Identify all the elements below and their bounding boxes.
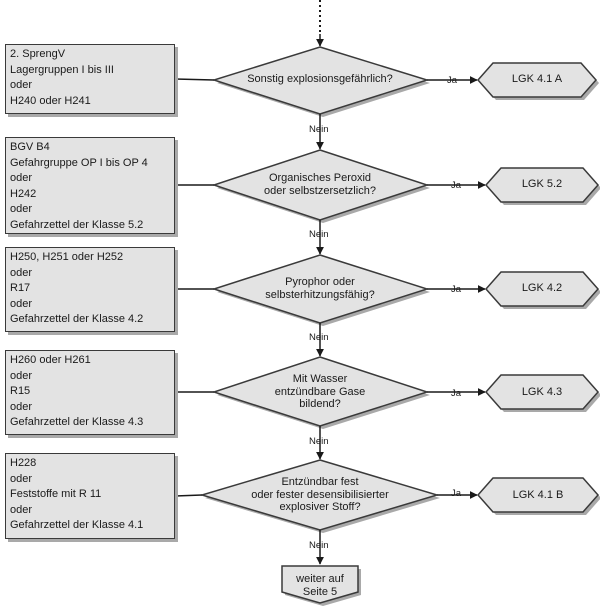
result-label: LGK 4.2 (521, 282, 563, 294)
yes-label: Ja (451, 488, 462, 499)
rule-connector (174, 78, 215, 81)
yes-label: Ja (451, 388, 462, 399)
result-label: LGK 5.2 (521, 178, 563, 190)
rule-text: Gefahrzettel der Klasse 4.1 (10, 519, 144, 531)
no-label: Nein (309, 332, 329, 343)
continuation-label: weiter auf Seite 5 (296, 573, 344, 598)
yes-label: Ja (451, 284, 462, 295)
rule-text: oder (10, 297, 33, 310)
rule-connector (174, 494, 203, 497)
decision-question-4: Mit Wasser entzündbare Gase bildend? (274, 373, 366, 410)
rule-text: Feststoffe mit R 11 (10, 488, 102, 500)
rule-text: R17 (10, 282, 31, 294)
rule-box-4: H260 oder H261 oder R15 oder Gefahrzette… (5, 350, 175, 435)
rule-text: R15 (10, 385, 31, 397)
rule-box-1: 2. SprengV Lagergruppen I bis III oder H… (5, 44, 175, 114)
no-label: Nein (309, 124, 329, 135)
result-label: LGK 4.1 B (512, 489, 564, 501)
result-hexagon (484, 374, 600, 410)
rule-text: oder (10, 79, 33, 91)
rule-text: oder (10, 172, 33, 184)
result-hexagon (484, 271, 600, 307)
rule-text: H260 oder H261 (10, 354, 91, 366)
continuation-connector (281, 565, 359, 604)
no-label: Nein (309, 229, 329, 240)
decision-question-3: Pyrophor oder selbsterhitzungsfähig? (265, 276, 375, 301)
rule-text: oder (10, 203, 33, 215)
result-label: LGK 4.1 A (511, 73, 563, 85)
decision-question-2: Organisches Peroxid oder selbstzersetzli… (264, 172, 376, 197)
rule-box-5: H228 oder Feststoffe mit R 11 oder Gefah… (5, 453, 175, 539)
rule-text: Gefahrzettel der Klasse 4.2 (10, 313, 144, 325)
rule-text: oder (10, 400, 33, 413)
rule-text: oder (10, 369, 33, 382)
result-hexagon (484, 167, 600, 203)
result-label: LGK 4.3 (521, 386, 563, 398)
rule-text: oder (10, 472, 33, 485)
decision-question-1: Sonstig explosionsgefährlich? (247, 73, 393, 85)
yes-label: Ja (447, 75, 458, 86)
rule-text: Gefahrgruppe OP I bis OP 4 (10, 156, 148, 169)
rule-box-2: BGV B4 Gefahrgruppe OP I bis OP 4 oder H… (5, 137, 175, 234)
rule-text: H250, H251 oder H252 (10, 251, 124, 263)
rule-text: H242 (10, 187, 37, 200)
result-hexagon (476, 477, 600, 513)
no-label: Nein (309, 436, 329, 447)
no-label: Nein (309, 540, 329, 551)
rule-text: Gefahrzettel der Klasse 5.2 (10, 218, 144, 231)
rule-text: BGV B4 (10, 141, 50, 153)
rule-text: 2. SprengV (10, 48, 66, 60)
rule-box-3: H250, H251 oder H252 oder R17 oder Gefah… (5, 247, 175, 332)
rule-text: H240 oder H241 (10, 94, 91, 107)
rule-text: oder (10, 503, 33, 516)
result-hexagon (476, 62, 598, 98)
rule-text: H228 (10, 457, 37, 469)
decision-question-5: Entzündbar fest oder fester desensibilis… (251, 476, 389, 513)
rule-text: oder (10, 266, 33, 279)
rule-text: Gefahrzettel der Klasse 4.3 (10, 416, 144, 428)
yes-label: Ja (451, 180, 462, 191)
rule-text: Lagergruppen I bis III (10, 63, 114, 76)
